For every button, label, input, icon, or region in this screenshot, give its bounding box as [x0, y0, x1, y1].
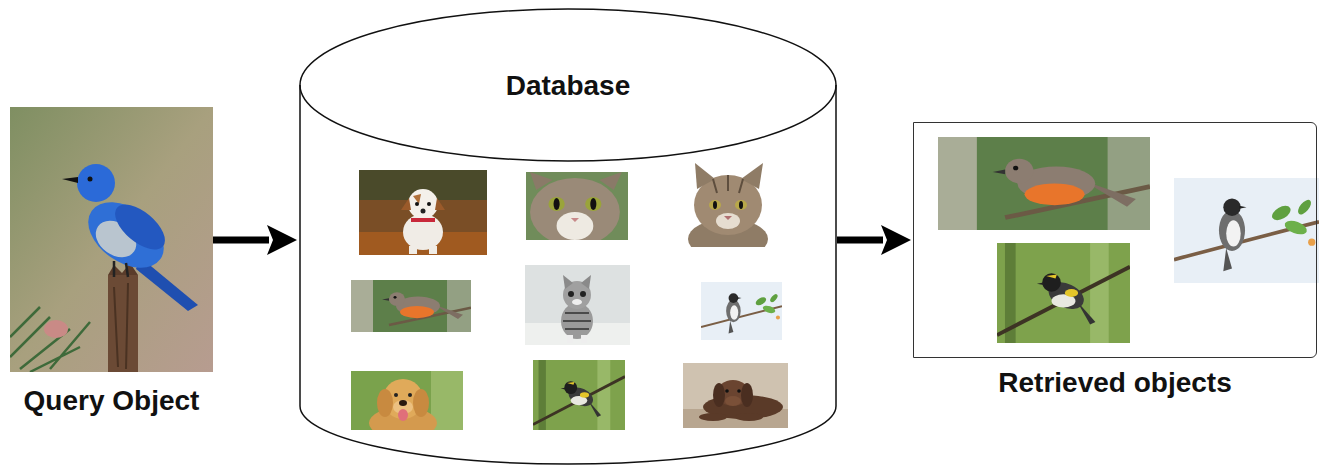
retrieved-photos: [938, 137, 1319, 343]
database-photos: [351, 163, 788, 439]
node-label: Retrieved objects: [998, 367, 1231, 399]
flow-arrow: [213, 225, 297, 255]
query-bird-photo: [10, 107, 213, 372]
flow-arrow: [837, 225, 911, 255]
result-frame: [913, 122, 1317, 358]
node-label: Database: [506, 70, 631, 102]
retrieved-box: Retrieved objects: [913, 122, 1317, 402]
database-cylinder: Database: [299, 8, 837, 468]
query-image-node: Query Object: [10, 107, 213, 417]
node-label: Query Object: [24, 385, 200, 417]
